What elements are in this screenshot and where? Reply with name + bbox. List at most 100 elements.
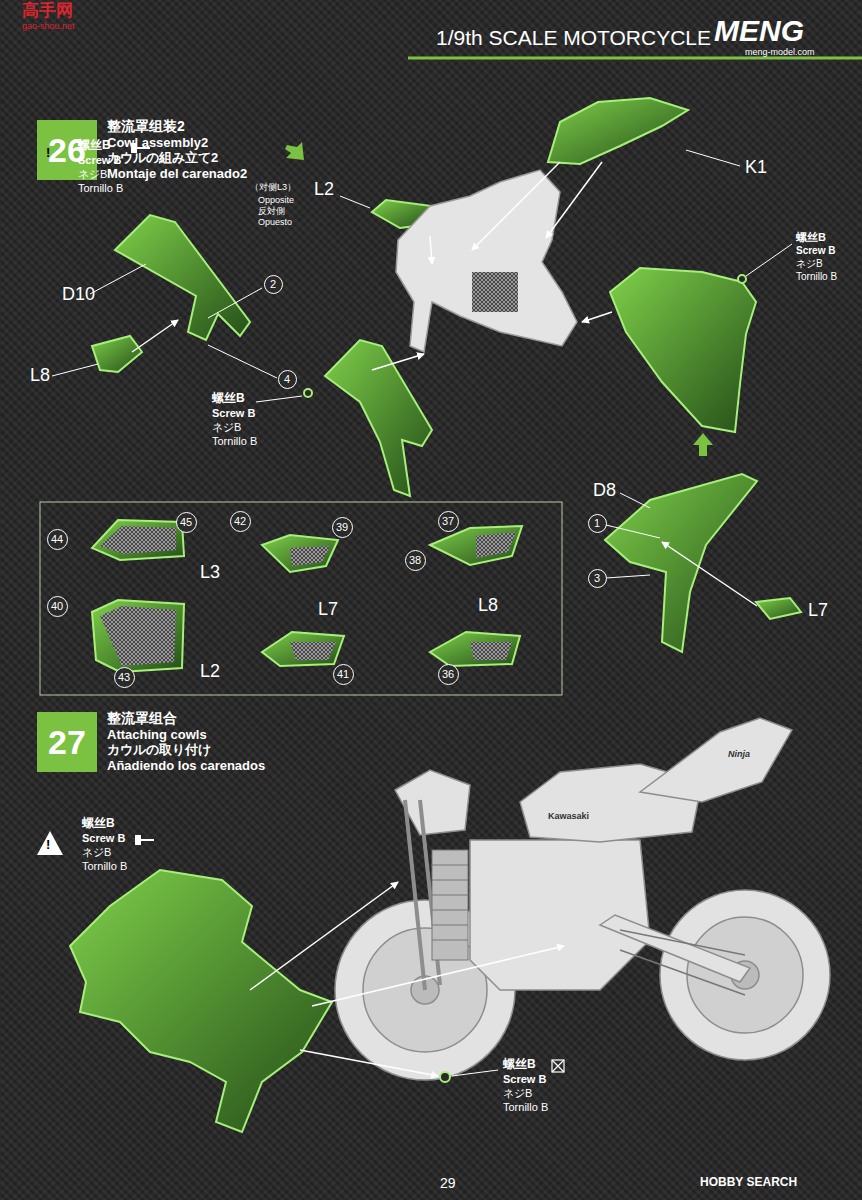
part-label: ネジB — [82, 846, 111, 858]
direction-arrow — [285, 142, 713, 456]
bike-body — [600, 915, 750, 982]
part-label: D10 — [62, 285, 95, 305]
step-heading: 整流罩组合 — [107, 711, 177, 726]
assembly-arrow — [132, 320, 178, 352]
part-label: Screw B — [212, 407, 255, 419]
hatch-detail — [290, 546, 330, 566]
part-label: Screw B — [503, 1073, 546, 1085]
cowl-part — [92, 600, 184, 672]
part-label: MENG — [714, 14, 804, 47]
callout-number: 39 — [332, 517, 353, 538]
radiator — [432, 850, 468, 960]
callout-number: 40 — [47, 596, 68, 617]
callout-text: 4 — [284, 373, 290, 385]
hatch-detail — [470, 272, 518, 314]
part-label: Tornillo B — [796, 271, 837, 282]
part-label: gao-shou.net — [22, 22, 75, 32]
part-label: L7 — [808, 601, 828, 621]
cowl-part — [262, 632, 344, 666]
callout-text: 2 — [270, 278, 276, 290]
callout-text: 36 — [442, 668, 454, 680]
leader-line — [208, 345, 277, 378]
part-label: L8 — [478, 596, 498, 616]
callout-number: 38 — [405, 550, 426, 571]
callout-number: 45 — [176, 512, 197, 533]
leader-line — [606, 575, 650, 578]
callout-number: 43 — [114, 667, 135, 688]
cowl-part — [430, 632, 520, 666]
part-label: Screw B — [796, 245, 835, 256]
hatch-detail — [476, 532, 516, 558]
part-label: Opuesto — [258, 218, 292, 228]
screw-marker — [440, 1072, 450, 1082]
callout-text: 3 — [594, 572, 600, 584]
leader-line — [256, 396, 302, 402]
direction-arrow — [693, 433, 713, 456]
part-label: Tornillo B — [78, 182, 123, 194]
bike-body — [335, 718, 830, 1080]
part-label: L2 — [314, 180, 334, 200]
part-label: L7 — [318, 600, 338, 620]
page-number: 29 — [440, 1176, 456, 1191]
leader-line — [606, 525, 660, 538]
callout-number: 37 — [438, 511, 459, 532]
cowl-part — [605, 474, 757, 652]
part-label: L2 — [200, 662, 220, 682]
leader-line — [452, 1070, 498, 1076]
screw-icon — [140, 839, 154, 841]
part-label: ネジB — [78, 168, 107, 180]
callout-number: 36 — [438, 664, 459, 685]
assembly-arrow — [250, 882, 398, 990]
assembly-arrow — [582, 312, 612, 322]
upper-cowl-vent — [472, 272, 518, 312]
cowl-part — [548, 98, 688, 164]
step-heading: Montaje del carenado2 — [107, 166, 247, 181]
part-label: ネジB — [796, 258, 823, 269]
hatch-detail — [100, 606, 176, 666]
callout-number: 3 — [588, 569, 607, 588]
upper-cowl — [396, 170, 577, 352]
callout-text: 42 — [234, 515, 246, 527]
step-number: 27 — [37, 712, 97, 772]
part-label: Opposite — [258, 196, 294, 206]
part-label: ネジB — [212, 421, 241, 433]
part-label: ! — [46, 838, 50, 852]
part-label: Tornillo B — [212, 435, 257, 447]
part-label: Screw B — [82, 832, 125, 844]
parts-inset — [40, 502, 562, 695]
radiator — [432, 865, 468, 940]
warning-triangle — [37, 831, 63, 855]
part-label: Screw B — [78, 154, 121, 166]
part-label: D8 — [593, 481, 616, 501]
part-label: Ninja — [728, 750, 750, 760]
assembly-arrow — [132, 162, 757, 1076]
part-label: Tornillo B — [503, 1101, 548, 1113]
hatch-detail — [100, 526, 176, 554]
step-heading: Attaching cowls — [107, 727, 207, 742]
assembly-arrow — [372, 354, 424, 370]
step-heading: カウルの組み立て2 — [107, 150, 218, 165]
step-box: 27整流罩组合Attaching cowlsカウルの取り付けAñadiendo … — [37, 712, 97, 772]
part-label: L3 — [200, 563, 220, 583]
hatch-detail — [290, 642, 336, 660]
callout-text: 39 — [336, 521, 348, 533]
chain — [620, 930, 745, 995]
cowl-part — [325, 340, 432, 496]
bike-body — [640, 718, 792, 802]
callout-number: 42 — [230, 511, 251, 532]
leader-line — [52, 364, 98, 376]
part-label: 高手网 — [22, 2, 73, 21]
assembly-arrow — [300, 1050, 438, 1076]
screw-marker — [304, 389, 312, 397]
screw-icon — [136, 836, 140, 844]
leader-line — [208, 288, 262, 318]
part-label: Kawasaki — [548, 812, 589, 822]
part-label: Tornillo B — [82, 860, 127, 872]
assembly-arrow — [430, 236, 432, 264]
callout-text: 37 — [442, 515, 454, 527]
leader-line — [686, 150, 740, 166]
part-label: K1 — [745, 158, 767, 178]
cowl-part — [92, 520, 184, 560]
callout-number: 44 — [47, 529, 68, 550]
callout-text: 38 — [409, 554, 421, 566]
